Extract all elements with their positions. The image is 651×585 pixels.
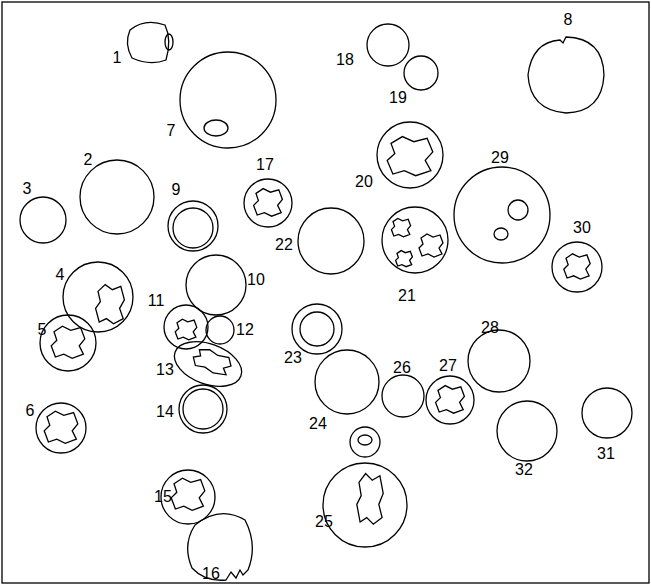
callout-number: 26	[393, 360, 411, 376]
callout-number: 12	[236, 322, 254, 338]
callout-number: 14	[156, 404, 174, 420]
callout-number: 31	[597, 446, 615, 462]
callout-number: 11	[148, 293, 165, 309]
callout-number: 16	[202, 566, 220, 582]
callout-number: 7	[167, 123, 176, 139]
callout-number: 30	[573, 220, 591, 236]
callout-number: 27	[439, 358, 457, 374]
callout-number: 9	[172, 182, 181, 198]
callout-number: 15	[154, 489, 172, 505]
callout-number: 6	[26, 403, 35, 419]
callout-number: 23	[284, 350, 302, 366]
callout-number: 28	[481, 320, 499, 336]
callout-number: 2	[84, 152, 93, 168]
callout-number: 10	[247, 272, 265, 288]
callout-number: 24	[309, 416, 327, 432]
callout-number: 25	[315, 514, 333, 530]
callout-number: 17	[256, 157, 274, 173]
callout-number: 1	[113, 50, 122, 66]
callout-number: 32	[515, 462, 533, 478]
callout-number: 20	[355, 174, 373, 190]
callout-number: 4	[56, 267, 65, 283]
callout-number: 19	[389, 90, 407, 106]
callout-number: 29	[491, 150, 509, 166]
callout-number: 22	[275, 237, 293, 253]
callout-number: 21	[398, 288, 416, 304]
callout-number: 13	[156, 362, 174, 378]
callout-number: 3	[23, 181, 32, 197]
callout-number: 8	[564, 12, 573, 28]
callout-number: 18	[336, 52, 354, 68]
callout-number: 5	[38, 322, 47, 338]
